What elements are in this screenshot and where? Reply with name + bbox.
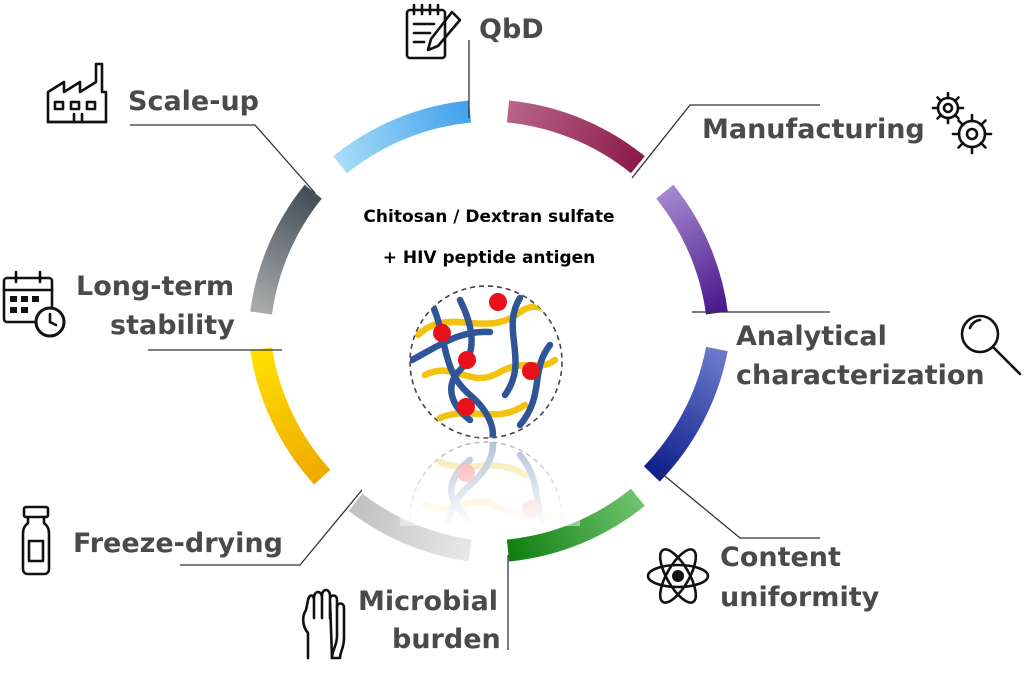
- ring-segment-long-term-stability: [250, 347, 331, 485]
- label-content-line1: Content: [720, 542, 841, 573]
- atom-icon: [646, 548, 710, 604]
- leader-scaleup: [130, 124, 316, 194]
- ring-segment-qbd: [333, 100, 472, 174]
- calendar-clock-icon: [2, 270, 66, 338]
- label-stability-line2: stability: [110, 310, 235, 341]
- ring-segment-scale-up: [250, 184, 322, 315]
- gears-icon: [931, 91, 993, 155]
- ring-segment-freeze-drying: [348, 493, 472, 562]
- center-title-line2: + HIV peptide antigen: [383, 248, 596, 268]
- leader-content: [659, 471, 820, 539]
- leader-lines: [130, 40, 830, 650]
- nanoparticle-reflection: [400, 436, 580, 526]
- label-stability-line1: Long-term: [76, 271, 234, 302]
- label-microbial-line2: burden: [392, 624, 501, 655]
- ring-segment-analytical: [656, 184, 728, 315]
- label-microbial-line1: Microbial: [358, 586, 498, 617]
- center-title-line1: Chitosan / Dextran sulfate: [363, 207, 614, 227]
- ring-segment-microbial-burden: [506, 488, 645, 562]
- nanoparticle-illustration: [409, 285, 563, 439]
- ring-segment-content-uniformity: [643, 346, 728, 482]
- vial-icon: [21, 505, 51, 576]
- factory-icon: [46, 62, 108, 124]
- leader-freeze: [180, 489, 363, 566]
- gloves-icon: [301, 588, 346, 660]
- label-content-line2: uniformity: [720, 582, 880, 613]
- label-analytical-line2: characterization: [736, 360, 985, 391]
- label-freeze-drying: Freeze-drying: [73, 528, 283, 559]
- magnifier-icon: [960, 314, 1022, 376]
- leader-manufacturing: [631, 104, 820, 179]
- label-scale-up: Scale-up: [128, 86, 259, 117]
- label-analytical-line1: Analytical: [736, 321, 887, 352]
- label-manufacturing: Manufacturing: [702, 114, 925, 145]
- ring-segment-manufacturing: [506, 100, 645, 174]
- label-qbd: QbD: [479, 14, 544, 45]
- notepad-pencil-icon: [405, 3, 462, 60]
- process-ring: [250, 100, 728, 562]
